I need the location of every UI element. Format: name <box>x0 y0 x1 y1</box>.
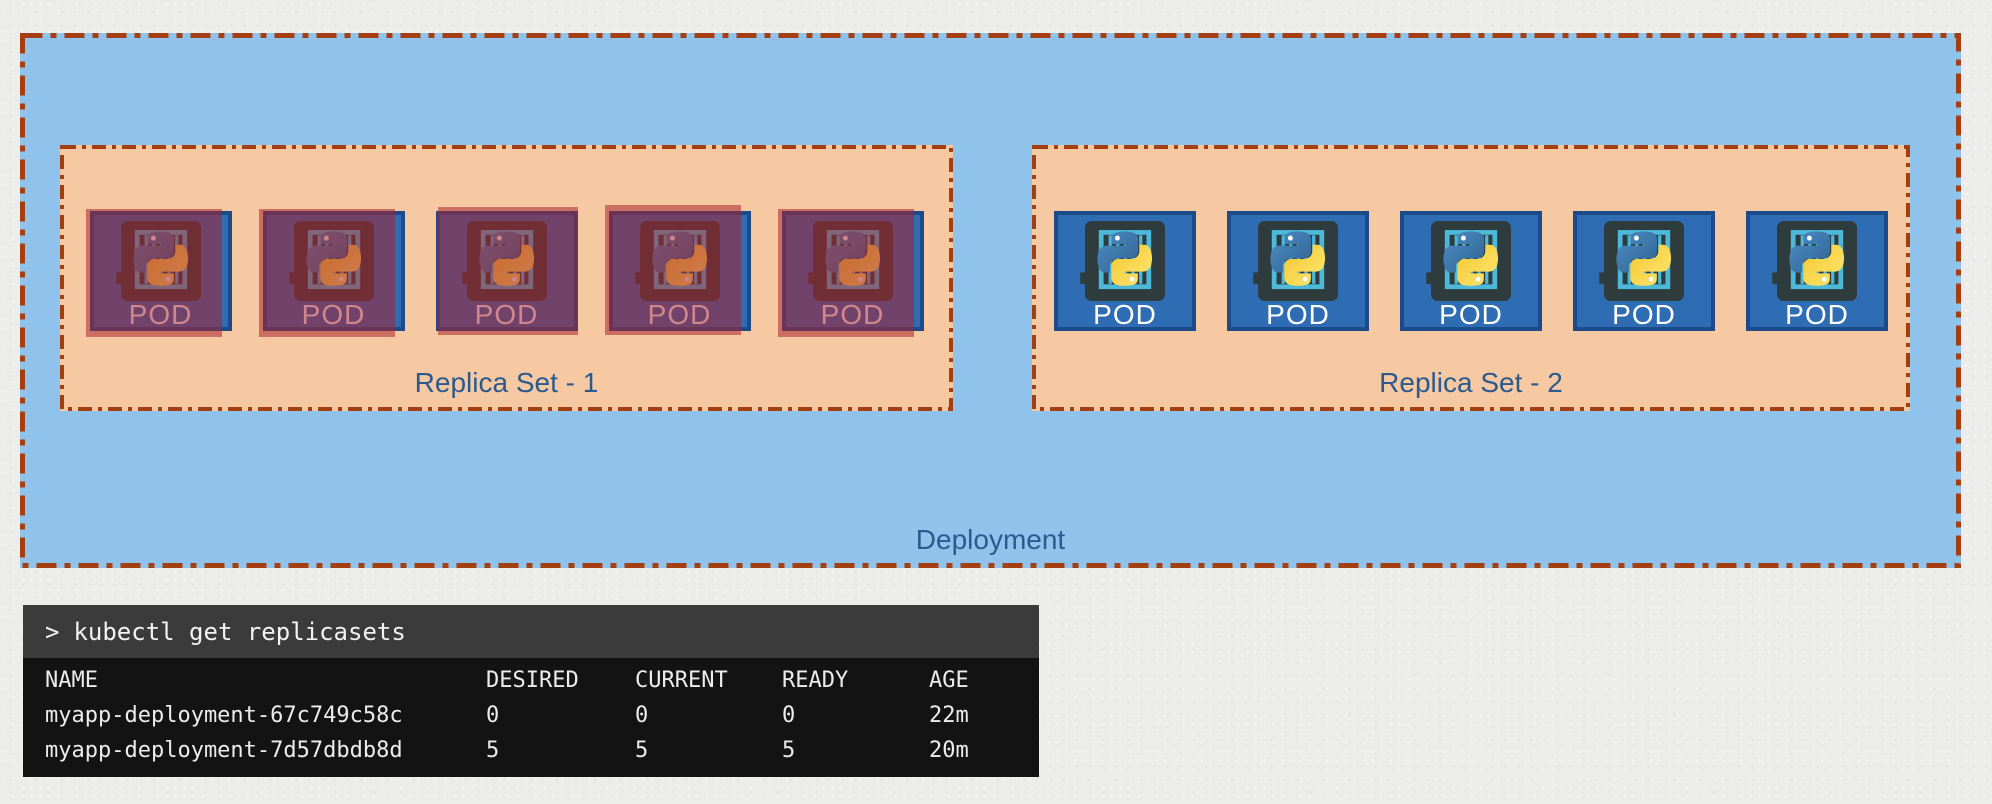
cell-age: 20m <box>929 738 969 763</box>
pod-cage-python-icon <box>1085 221 1165 301</box>
pod-label: POD <box>1612 299 1676 330</box>
pod: POD <box>777 209 924 337</box>
pod: POD <box>1054 211 1196 331</box>
deployment-label: Deployment <box>915 524 1066 555</box>
pod: POD <box>258 209 405 337</box>
pod-label: POD <box>1266 299 1330 330</box>
replicaset-1-box: POD POD POD POD POD <box>60 145 953 411</box>
pod-terminated-overlay <box>85 209 222 337</box>
cell-name: myapp-deployment-67c749c58c <box>45 703 403 728</box>
cell-current: 0 <box>635 703 649 728</box>
cell-ready: 5 <box>782 738 796 763</box>
replicaset-1-label: Replica Set - 1 <box>414 367 599 398</box>
pod-terminated-overlay <box>258 209 395 337</box>
terminal-output: NAME DESIRED CURRENT READY AGE myapp-dep… <box>23 658 1039 777</box>
cell-name: myapp-deployment-7d57dbdb8d <box>45 738 403 763</box>
cell-desired: 0 <box>486 703 500 728</box>
pod-terminated-overlay <box>777 209 914 337</box>
terminal-command-bar: > kubectl get replicasets <box>23 605 1039 658</box>
table-row: myapp-deployment-7d57dbdb8d 5 5 5 20m <box>45 733 1039 768</box>
cell-ready: 0 <box>782 703 796 728</box>
deployment-box: POD POD POD POD POD <box>20 33 1961 568</box>
col-header-current: CURRENT <box>635 668 728 693</box>
pod-cage-python-icon <box>1258 221 1338 301</box>
table-row: myapp-deployment-67c749c58c 0 0 0 22m <box>45 698 1039 733</box>
pod: POD <box>604 205 751 335</box>
pod-label: POD <box>1785 299 1849 330</box>
pod-cage-python-icon <box>1777 221 1857 301</box>
cell-age: 22m <box>929 703 969 728</box>
pod: POD <box>1573 211 1715 331</box>
cell-desired: 5 <box>486 738 500 763</box>
pod-label: POD <box>1439 299 1503 330</box>
pod-label: POD <box>1093 299 1157 330</box>
pod-terminated-overlay <box>604 205 741 335</box>
replicaset-2-box: POD POD POD POD POD Replica Set - 2 <box>1032 145 1910 411</box>
col-header-age: AGE <box>929 668 969 693</box>
pod: POD <box>1746 211 1888 331</box>
terminal-window: > kubectl get replicasets NAME DESIRED C… <box>23 605 1039 777</box>
terminal-command: kubectl get replicasets <box>73 617 406 646</box>
pod: POD <box>435 207 578 335</box>
pod-terminated-overlay <box>437 207 578 335</box>
pod-cage-python-icon <box>1604 221 1684 301</box>
pod-cage-python-icon <box>1431 221 1511 301</box>
col-header-ready: READY <box>782 668 849 693</box>
replicaset-2-pods-row: POD POD POD POD POD <box>1032 211 1910 331</box>
pod: POD <box>85 209 232 337</box>
terminal-prompt: > <box>45 617 60 646</box>
replicaset-1-pods-row: POD POD POD POD POD <box>60 205 953 337</box>
col-header-name: NAME <box>45 668 98 693</box>
terminal-table-header-row: NAME DESIRED CURRENT READY AGE <box>45 663 1039 698</box>
pod: POD <box>1400 211 1542 331</box>
cell-current: 5 <box>635 738 649 763</box>
pod: POD <box>1227 211 1369 331</box>
col-header-desired: DESIRED <box>486 668 579 693</box>
replicaset-2-label: Replica Set - 2 <box>1379 367 1563 398</box>
